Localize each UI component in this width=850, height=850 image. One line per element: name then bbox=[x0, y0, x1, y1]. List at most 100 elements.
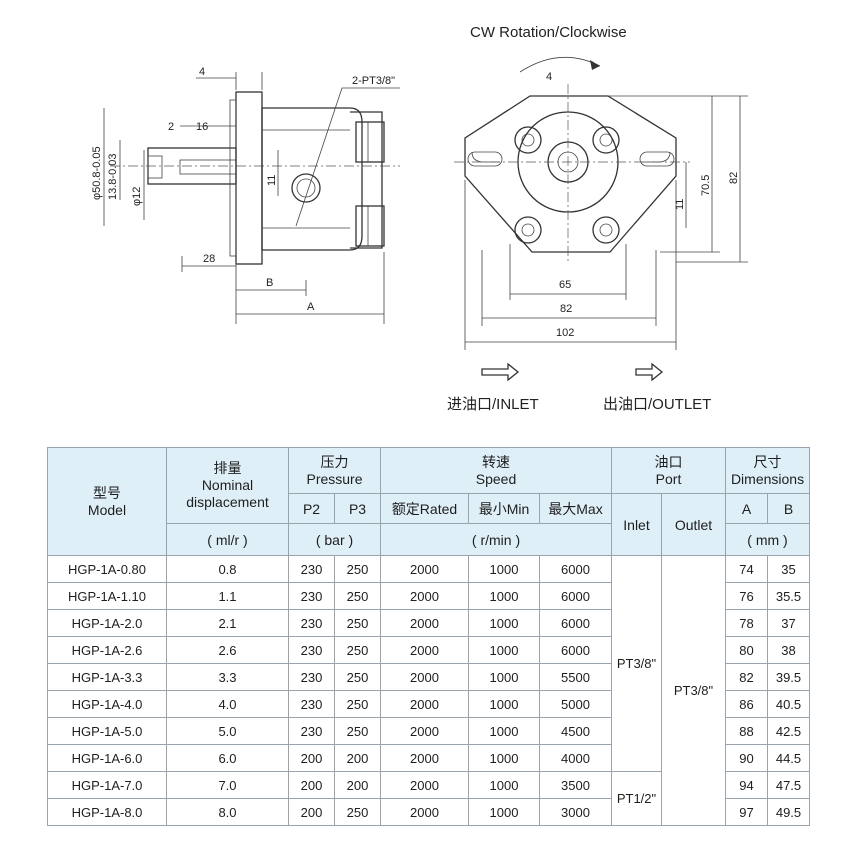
cell-p3: 200 bbox=[334, 744, 381, 772]
cell-model: HGP-1A-3.3 bbox=[47, 663, 167, 691]
cell-displacement: 2.1 bbox=[166, 609, 289, 637]
dim-front-4: 4 bbox=[546, 71, 552, 83]
cell-p3: 250 bbox=[334, 582, 381, 610]
diagram-title: CW Rotation/Clockwise bbox=[470, 24, 627, 41]
cell-displacement: 2.6 bbox=[166, 636, 289, 664]
cell-model: HGP-1A-0.80 bbox=[47, 555, 167, 583]
cell-p2: 230 bbox=[288, 690, 335, 718]
spec-table: 型号 Model 排量 Nominal displacement 压力 Pres… bbox=[47, 447, 811, 826]
cell-b: 35.5 bbox=[766, 582, 811, 610]
cell-max: 4500 bbox=[539, 717, 612, 745]
cell-inlet-group-2: PT1/2" bbox=[611, 771, 662, 826]
cell-min: 1000 bbox=[468, 771, 540, 799]
cell-b: 49.5 bbox=[766, 798, 811, 826]
cell-displacement: 5.0 bbox=[166, 717, 289, 745]
cell-b: 40.5 bbox=[766, 690, 811, 718]
cell-p2: 230 bbox=[288, 582, 335, 610]
cell-inlet-group-1: PT3/8" bbox=[611, 555, 662, 772]
table-row: HGP-1A-2.0 2.1 230 250 2000 1000 6000 78… bbox=[47, 609, 811, 637]
cell-p3: 250 bbox=[334, 690, 381, 718]
cell-model: HGP-1A-2.0 bbox=[47, 609, 167, 637]
header-model-cn: 型号 bbox=[93, 484, 121, 501]
cell-p3: 250 bbox=[334, 636, 381, 664]
cell-p3: 250 bbox=[334, 609, 381, 637]
header-p2: P2 bbox=[288, 493, 335, 524]
header-dimensions: 尺寸 Dimensions bbox=[724, 447, 811, 494]
header-pressure-en: Pressure bbox=[306, 470, 363, 487]
cell-model: HGP-1A-1.10 bbox=[47, 582, 167, 610]
cell-a: 88 bbox=[725, 717, 768, 745]
side-view: 4 2 16 φ50.8-0.05 13.8-0.03 φ12 11 28 B … bbox=[91, 66, 400, 324]
dim-a: A bbox=[307, 301, 315, 313]
cell-p2: 230 bbox=[288, 555, 335, 583]
cell-model: HGP-1A-8.0 bbox=[47, 798, 167, 826]
header-disp-en2: displacement bbox=[186, 494, 269, 510]
cell-max: 5500 bbox=[539, 663, 612, 691]
cell-model: HGP-1A-7.0 bbox=[47, 771, 167, 799]
cell-model: HGP-1A-6.0 bbox=[47, 744, 167, 772]
cell-rated: 2000 bbox=[380, 744, 469, 772]
table-row: HGP-1A-4.0 4.0 230 250 2000 1000 5000 86… bbox=[47, 690, 811, 718]
cell-a: 86 bbox=[725, 690, 768, 718]
header-a: A bbox=[725, 493, 768, 524]
cell-max: 6000 bbox=[539, 555, 612, 583]
cell-b: 37 bbox=[766, 609, 811, 637]
cell-p3: 250 bbox=[334, 663, 381, 691]
cell-rated: 2000 bbox=[380, 555, 469, 583]
port-callout: 2-PT3/8" bbox=[352, 75, 395, 87]
dim-front-82-width: 82 bbox=[560, 303, 572, 315]
outlet-label: 出油口/OUTLET bbox=[603, 396, 711, 413]
cell-a: 76 bbox=[725, 582, 768, 610]
cell-b: 38 bbox=[766, 636, 811, 664]
cell-p2: 230 bbox=[288, 717, 335, 745]
header-dims-en: Dimensions bbox=[730, 470, 805, 487]
cell-min: 1000 bbox=[468, 798, 540, 826]
table-row: HGP-1A-8.0 8.0 200 250 2000 1000 3000 97… bbox=[47, 798, 811, 826]
header-pressure: 压力 Pressure bbox=[288, 447, 381, 494]
header-port-cn: 油口 bbox=[654, 453, 683, 470]
cell-displacement: 1.1 bbox=[166, 582, 289, 610]
cell-max: 5000 bbox=[539, 690, 612, 718]
table-row: HGP-1A-5.0 5.0 230 250 2000 1000 4500 88… bbox=[47, 717, 811, 745]
cell-displacement: 4.0 bbox=[166, 690, 289, 718]
cell-p2: 230 bbox=[288, 636, 335, 664]
cell-displacement: 8.0 bbox=[166, 798, 289, 826]
cell-p3: 200 bbox=[334, 771, 381, 799]
header-b: B bbox=[766, 493, 811, 524]
cell-max: 4000 bbox=[539, 744, 612, 772]
cell-b: 44.5 bbox=[766, 744, 811, 772]
cell-a: 80 bbox=[725, 636, 768, 664]
outlet-arrow-icon bbox=[635, 362, 664, 382]
front-view: CW Rotation/Clockwise bbox=[454, 24, 748, 350]
cell-rated: 2000 bbox=[380, 582, 469, 610]
dim-front-65: 65 bbox=[559, 279, 571, 291]
header-port-en: Port bbox=[655, 470, 682, 487]
cell-min: 1000 bbox=[468, 582, 540, 610]
cell-min: 1000 bbox=[468, 555, 540, 583]
header-port: 油口 Port bbox=[611, 447, 726, 494]
cell-b: 42.5 bbox=[766, 717, 811, 745]
dim-key: 13.8-0.03 bbox=[107, 154, 119, 200]
header-min: 最小Min bbox=[468, 493, 540, 524]
cell-rated: 2000 bbox=[380, 663, 469, 691]
cell-model: HGP-1A-5.0 bbox=[47, 717, 167, 745]
cell-rated: 2000 bbox=[380, 717, 469, 745]
cell-rated: 2000 bbox=[380, 798, 469, 826]
cell-rated: 2000 bbox=[380, 636, 469, 664]
dim-front-70-5: 70.5 bbox=[700, 175, 712, 196]
header-outlet: Outlet bbox=[661, 493, 726, 556]
header-displacement: 排量 Nominal displacement bbox=[166, 447, 289, 524]
cell-b: 39.5 bbox=[766, 663, 811, 691]
dim-side-16: 16 bbox=[196, 121, 208, 133]
cell-min: 1000 bbox=[468, 717, 540, 745]
cell-min: 1000 bbox=[468, 609, 540, 637]
dim-flange-thickness: 4 bbox=[199, 66, 205, 78]
cell-displacement: 0.8 bbox=[166, 555, 289, 583]
dim-shaft-diameter: φ12 bbox=[131, 187, 143, 206]
table-row: HGP-1A-2.6 2.6 230 250 2000 1000 6000 80… bbox=[47, 636, 811, 664]
cell-max: 6000 bbox=[539, 636, 612, 664]
table-row: HGP-1A-0.80 0.8 230 250 2000 1000 6000 P… bbox=[47, 555, 811, 826]
dim-side-28: 28 bbox=[203, 253, 215, 265]
cell-rated: 2000 bbox=[380, 771, 469, 799]
cell-p2: 200 bbox=[288, 771, 335, 799]
